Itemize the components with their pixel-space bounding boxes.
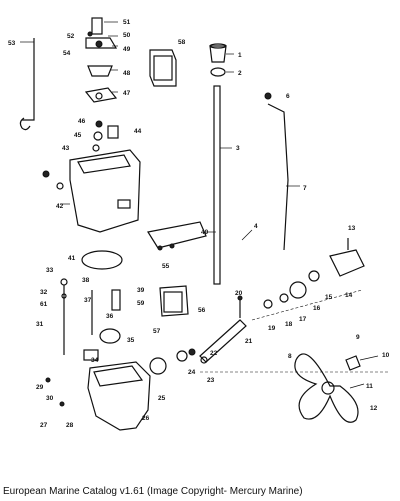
callout-43: 43 bbox=[62, 145, 70, 152]
callout-41: 41 bbox=[68, 255, 76, 262]
bearing-carrier-parts bbox=[263, 238, 365, 309]
callout-57: 57 bbox=[153, 328, 161, 335]
callout-42: 42 bbox=[56, 203, 64, 210]
callout-1: 1 bbox=[238, 52, 242, 59]
gear-housing-26 bbox=[45, 361, 151, 431]
callout-24: 24 bbox=[188, 369, 196, 376]
propeller-8 bbox=[294, 353, 379, 423]
water-pump-housing bbox=[84, 17, 118, 103]
callout-29: 29 bbox=[36, 384, 44, 391]
callout-16: 16 bbox=[313, 305, 321, 312]
callout-14: 14 bbox=[345, 292, 353, 299]
callout-33: 33 bbox=[46, 267, 54, 274]
callout-3: 3 bbox=[236, 145, 240, 152]
callout-15: 15 bbox=[325, 294, 333, 301]
filter-box-57 bbox=[159, 285, 189, 317]
callout-44: 44 bbox=[134, 128, 142, 135]
callout-38: 38 bbox=[82, 277, 90, 284]
callout-13: 13 bbox=[348, 225, 356, 232]
callout-22: 22 bbox=[210, 350, 218, 357]
callout-46: 46 bbox=[78, 118, 86, 125]
copyright-caption: European Marine Catalog v1.61 (Image Cop… bbox=[3, 486, 303, 497]
callout-55: 55 bbox=[162, 263, 170, 270]
callout-59: 59 bbox=[137, 300, 145, 307]
gears-22-25 bbox=[149, 348, 208, 375]
callout-6: 6 bbox=[286, 93, 290, 100]
callout-12: 12 bbox=[370, 405, 378, 412]
callout-61: 61 bbox=[40, 301, 48, 308]
filter-box-58 bbox=[149, 49, 177, 87]
callout-9: 9 bbox=[356, 334, 360, 341]
callout-21: 21 bbox=[245, 338, 253, 345]
shift-linkage-parts bbox=[60, 278, 121, 361]
callout-52: 52 bbox=[67, 33, 75, 40]
callout-47: 47 bbox=[123, 90, 131, 97]
cap-1-2 bbox=[209, 43, 234, 77]
callout-45: 45 bbox=[74, 132, 82, 139]
callout-56: 56 bbox=[198, 307, 206, 314]
callout-53: 53 bbox=[8, 40, 16, 47]
bracket-40 bbox=[147, 221, 216, 251]
callout-7: 7 bbox=[303, 185, 307, 192]
callout-35: 35 bbox=[127, 337, 135, 344]
callout-50: 50 bbox=[123, 32, 131, 39]
callout-2: 2 bbox=[238, 70, 242, 77]
exploded-parts-diagram: 1234678910111213141516171819202122232425… bbox=[8, 17, 390, 431]
callout-28: 28 bbox=[66, 422, 74, 429]
callout-19: 19 bbox=[268, 325, 276, 332]
driveshaft-3 bbox=[213, 85, 232, 285]
callout-8: 8 bbox=[288, 353, 292, 360]
driveshaft-housing-42 bbox=[42, 149, 141, 233]
shift-shaft-6-7 bbox=[264, 92, 300, 251]
callout-48: 48 bbox=[123, 70, 131, 77]
callout-18: 18 bbox=[285, 321, 293, 328]
propeller-shaft-21 bbox=[199, 295, 247, 363]
callout-37: 37 bbox=[84, 297, 92, 304]
callout-17: 17 bbox=[299, 316, 307, 323]
callout-11: 11 bbox=[366, 383, 373, 390]
callout-25: 25 bbox=[158, 395, 166, 402]
callout-23: 23 bbox=[207, 377, 215, 384]
callout-40: 40 bbox=[201, 229, 209, 236]
callout-20: 20 bbox=[235, 290, 243, 297]
callout-4: 4 bbox=[254, 223, 258, 230]
shift-rod-53 bbox=[19, 38, 35, 131]
small-parts-44-46 bbox=[92, 120, 119, 152]
callout-58: 58 bbox=[178, 39, 186, 46]
callout-36: 36 bbox=[106, 313, 114, 320]
callout-26: 26 bbox=[142, 415, 150, 422]
callout-49: 49 bbox=[123, 46, 131, 53]
callout-32: 32 bbox=[40, 289, 48, 296]
callout-54: 54 bbox=[63, 50, 71, 57]
callout-31: 31 bbox=[36, 321, 44, 328]
callout-10: 10 bbox=[382, 352, 390, 359]
callout-34: 34 bbox=[91, 357, 99, 364]
gasket-41 bbox=[81, 250, 123, 270]
callout-27: 27 bbox=[40, 422, 48, 429]
callout-51: 51 bbox=[123, 19, 131, 26]
callout-30: 30 bbox=[46, 395, 54, 402]
callout-39: 39 bbox=[137, 287, 145, 294]
